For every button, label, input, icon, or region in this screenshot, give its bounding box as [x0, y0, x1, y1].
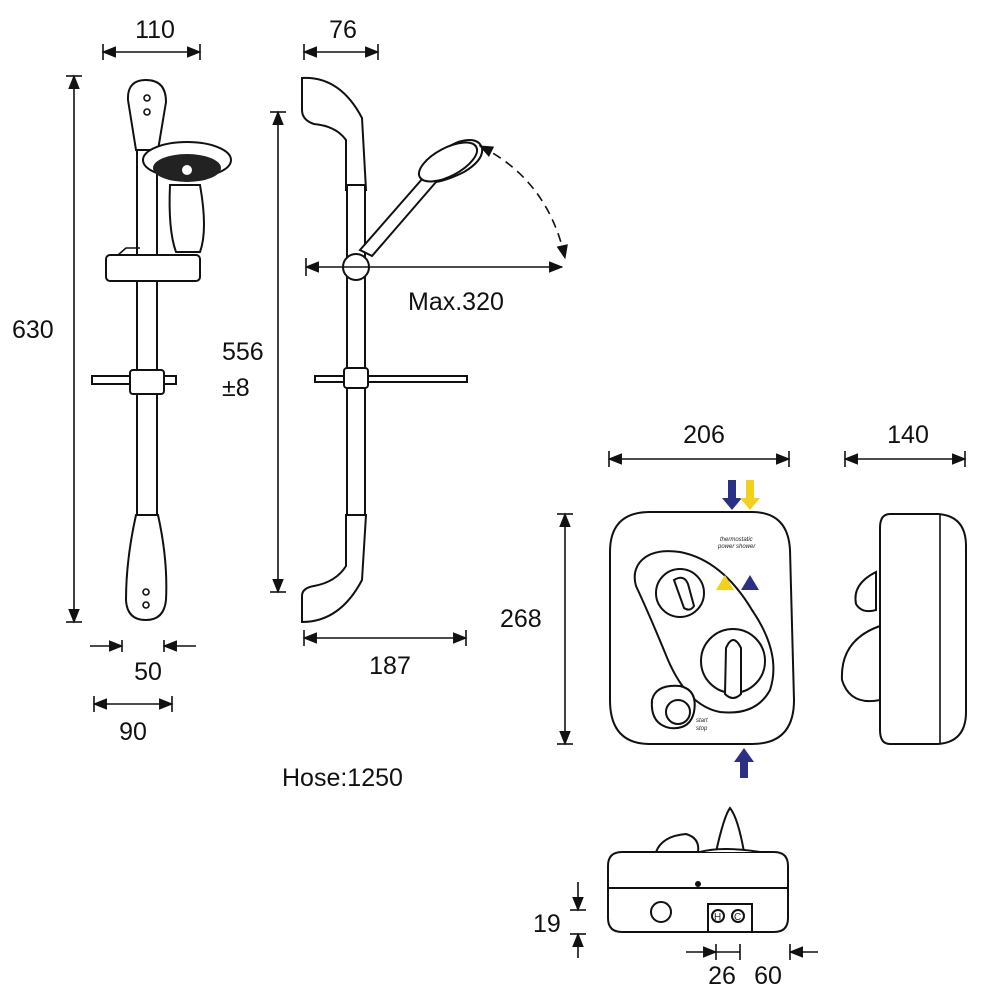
dim-inlet-spacing: 26 60 — [686, 944, 818, 990]
brand-line-1: thermostatic — [720, 537, 753, 543]
unit-bottom-casing — [607, 887, 789, 933]
dim-bottom-90: 90 — [92, 696, 174, 746]
unit-side-view — [840, 513, 967, 745]
dim-label-630: 630 — [12, 316, 54, 344]
outlet-fitting — [650, 901, 672, 923]
slider-bracket — [105, 254, 201, 282]
dim-label-110: 110 — [135, 16, 175, 44]
cold-inlet-arrow-icon — [722, 480, 742, 510]
hose-length-label: Hose:1250 — [282, 764, 403, 792]
side-knob-lower — [840, 624, 881, 702]
flow-lever[interactable] — [723, 639, 742, 699]
bottom-inlet-arrow-icon — [734, 748, 754, 778]
dim-label-556: 556 — [222, 338, 264, 366]
rail-side-tube — [346, 184, 366, 516]
dim-unit-width: 206 — [607, 421, 791, 467]
dim-inlet-height: 19 — [533, 882, 586, 958]
button-label-start: start — [696, 718, 708, 724]
dim-label-140: 140 — [887, 421, 929, 449]
brand-line-2: power shower — [717, 544, 756, 550]
swing-arc — [478, 145, 568, 260]
side-knob-upper — [854, 570, 877, 613]
button-label-stop: stop — [696, 726, 708, 732]
dim-label-187: 187 — [369, 652, 411, 680]
dim-label-26: 26 — [708, 962, 736, 990]
soap-dish-side — [314, 375, 468, 383]
inlet-label-c: C — [734, 912, 741, 923]
cold-triangle-icon — [741, 575, 759, 590]
dim-side-depth: 76 — [302, 16, 380, 60]
inlet-label-h: H — [714, 912, 721, 923]
handset-handle — [168, 184, 205, 253]
rail-bottom-bracket — [124, 514, 168, 622]
dim-bottom-50: 50 — [90, 640, 196, 686]
dim-fixing-centres: 556 ±8 — [222, 110, 286, 594]
dim-rail-height: 630 — [12, 74, 82, 624]
dim-handset-reach: Max.320 — [304, 258, 564, 316]
dim-label-19: 19 — [533, 910, 561, 938]
temperature-lever[interactable] — [672, 576, 696, 611]
fixing-hole — [143, 94, 151, 102]
dim-label-max320: Max.320 — [408, 288, 504, 316]
fixing-hole — [143, 108, 151, 116]
dim-label-90: 90 — [119, 718, 147, 746]
unit-front-view: thermostatic power shower start stop — [609, 480, 796, 778]
dim-label-tolerance: ±8 — [222, 374, 250, 402]
rail-side-top-bracket — [301, 76, 368, 191]
rail-side-view — [301, 76, 568, 624]
dim-unit-depth: 140 — [843, 421, 967, 467]
fixing-hole — [142, 601, 150, 609]
hot-triangle-icon — [716, 575, 734, 590]
dim-label-50: 50 — [134, 658, 162, 686]
rail-tube — [136, 149, 158, 521]
dim-label-60: 60 — [754, 962, 782, 990]
rail-front-view — [91, 78, 232, 622]
rail-side-bottom-bracket — [301, 514, 368, 624]
dim-label-206: 206 — [683, 421, 725, 449]
dim-front-width: 110 — [101, 16, 202, 60]
dim-unit-height: 268 — [500, 512, 573, 746]
dim-label-76: 76 — [329, 16, 357, 44]
unit-bottom-view: H C — [607, 806, 789, 933]
dim-label-268: 268 — [500, 605, 542, 633]
hot-inlet-arrow-icon — [740, 480, 760, 510]
unit-side-casing — [879, 513, 967, 745]
fixing-hole — [142, 588, 150, 596]
dim-soap-dish: 187 — [302, 630, 468, 680]
bottom-lever — [714, 806, 746, 853]
